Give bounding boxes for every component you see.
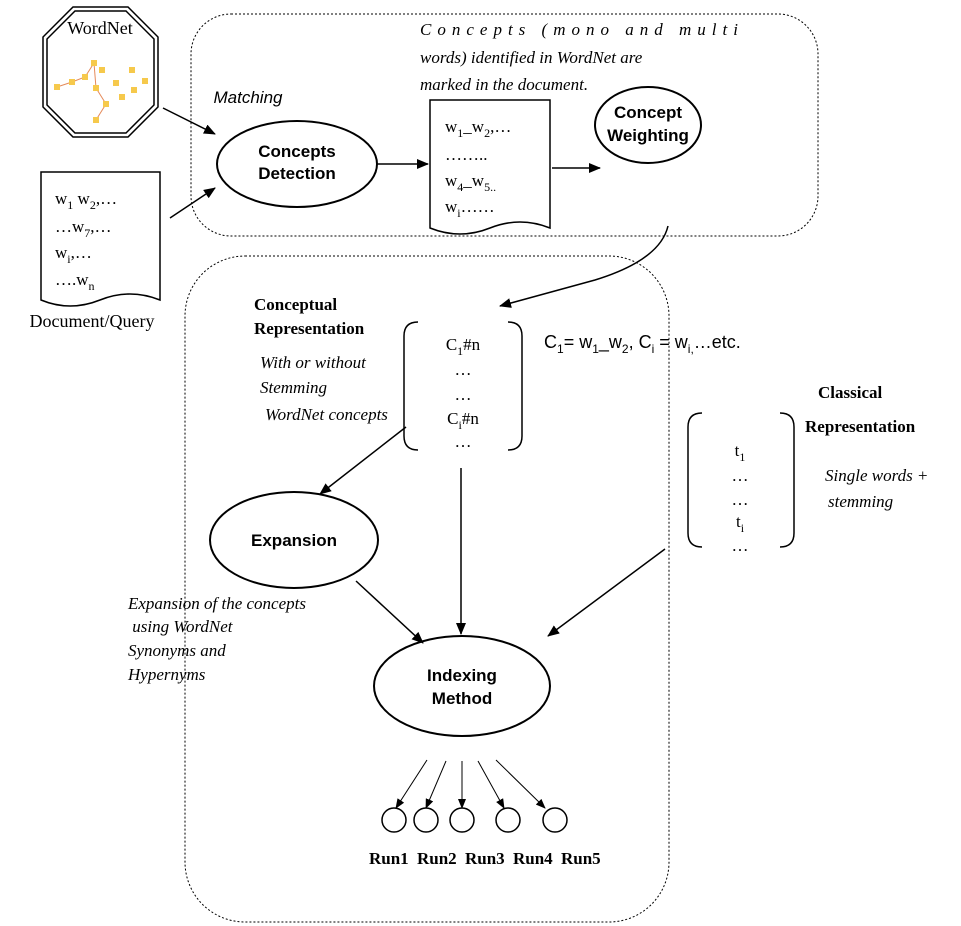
classical-title: Representation	[805, 417, 916, 436]
arrow-indexing-to-run5	[495, 759, 546, 809]
run1-circle	[381, 807, 407, 833]
classical-vector: t1 … … ti …	[687, 412, 795, 555]
marked-doc-line: w1_w2,…	[445, 117, 511, 140]
conceptual-formula: C1= w1_w2, Ci = wi,…etc.	[544, 332, 741, 356]
conceptual-item: …	[455, 432, 472, 451]
conceptual-desc: Stemming	[260, 378, 327, 397]
concepts-detection-label: Concepts	[258, 142, 335, 161]
arrow-indexing-to-run2	[425, 760, 447, 809]
arrow-conceptual-to-expansion	[319, 426, 407, 495]
run3-circle	[449, 807, 475, 833]
arrow-expansion-to-indexing	[355, 580, 424, 644]
input-doc-line: w1 w2,…	[55, 189, 117, 212]
arrow-classical-to-indexing	[547, 548, 666, 637]
run4-label: Run4	[513, 849, 553, 868]
run2-label: Run2	[417, 849, 457, 868]
concept-weighting-label: Weighting	[607, 126, 689, 145]
run5-circle	[542, 807, 568, 833]
conceptual-vector: C1#n … … Ci#n …	[403, 321, 523, 451]
wordnet-label: WordNet	[67, 18, 133, 38]
input-doc-line: …w7,…	[55, 217, 112, 240]
concept-weighting-node	[594, 86, 702, 164]
conceptual-title: Representation	[254, 319, 365, 338]
classical-item: …	[732, 490, 749, 509]
run4-circle	[495, 807, 521, 833]
conceptual-item: C1#n	[446, 335, 481, 358]
marked-doc-line: wi……	[445, 197, 495, 220]
classical-desc: stemming	[828, 492, 893, 511]
run2-circle	[413, 807, 439, 833]
conceptual-desc: With or without	[260, 353, 367, 372]
marked-doc-line: ……..	[445, 145, 488, 164]
arrow-indexing-to-run4	[477, 760, 505, 809]
conceptual-title: Conceptual	[254, 295, 337, 314]
expansion-desc: using WordNet	[128, 617, 234, 636]
input-document: w1 w2,… …w7,… wi,… ….wn	[40, 171, 161, 307]
classical-item: t1	[735, 441, 746, 464]
concepts-detection-label: Detection	[258, 164, 335, 183]
classical-title: Classical	[818, 383, 883, 402]
matching-note: Concepts (mono and multi	[420, 20, 738, 39]
wordnet-graph-icon	[54, 60, 148, 123]
run5-label: Run5	[561, 849, 601, 868]
indexing-method-label: Method	[432, 689, 492, 708]
expansion-desc: Expansion of the concepts	[127, 594, 306, 613]
indexing-method-node	[373, 635, 551, 737]
arrow-document-to-detection	[169, 187, 216, 219]
input-doc-line: wi,…	[55, 243, 92, 266]
matching-label: Matching	[214, 88, 284, 107]
classical-item: …	[732, 466, 749, 485]
input-doc-line: ….wn	[55, 270, 95, 293]
matching-note: words) identified in WordNet are	[420, 48, 643, 67]
wordnet-octagon: WordNet	[42, 6, 159, 138]
expansion-desc: Synonyms and	[128, 641, 226, 660]
conceptual-desc: WordNet concepts	[265, 405, 388, 424]
expansion-node	[209, 491, 379, 589]
conceptual-item: Ci#n	[447, 409, 479, 432]
indexing-method-label: Indexing	[427, 666, 497, 685]
arrow-wordnet-to-detection	[162, 107, 216, 135]
arrow-indexing-to-run1	[395, 759, 428, 809]
expansion-desc: Hypernyms	[127, 665, 206, 684]
matching-note: marked in the document.	[420, 75, 588, 94]
classical-desc: Single words +	[825, 466, 928, 485]
classical-item: …	[732, 536, 749, 555]
expansion-label: Expansion	[251, 531, 337, 550]
arrow-weighting-to-conceptual	[499, 225, 669, 308]
run3-label: Run3	[465, 849, 505, 868]
conceptual-item: …	[455, 385, 472, 404]
classical-item: ti	[736, 512, 745, 535]
marked-document: w1_w2,… …….. w4_w5.. wi……	[429, 99, 551, 235]
input-doc-caption: Document/Query	[30, 311, 155, 331]
marked-doc-line: w4_w5..	[445, 171, 496, 194]
concept-detection-group	[190, 13, 819, 237]
run1-label: Run1	[369, 849, 409, 868]
representation-group	[184, 255, 670, 923]
concept-weighting-label: Concept	[614, 103, 682, 122]
conceptual-item: …	[455, 360, 472, 379]
